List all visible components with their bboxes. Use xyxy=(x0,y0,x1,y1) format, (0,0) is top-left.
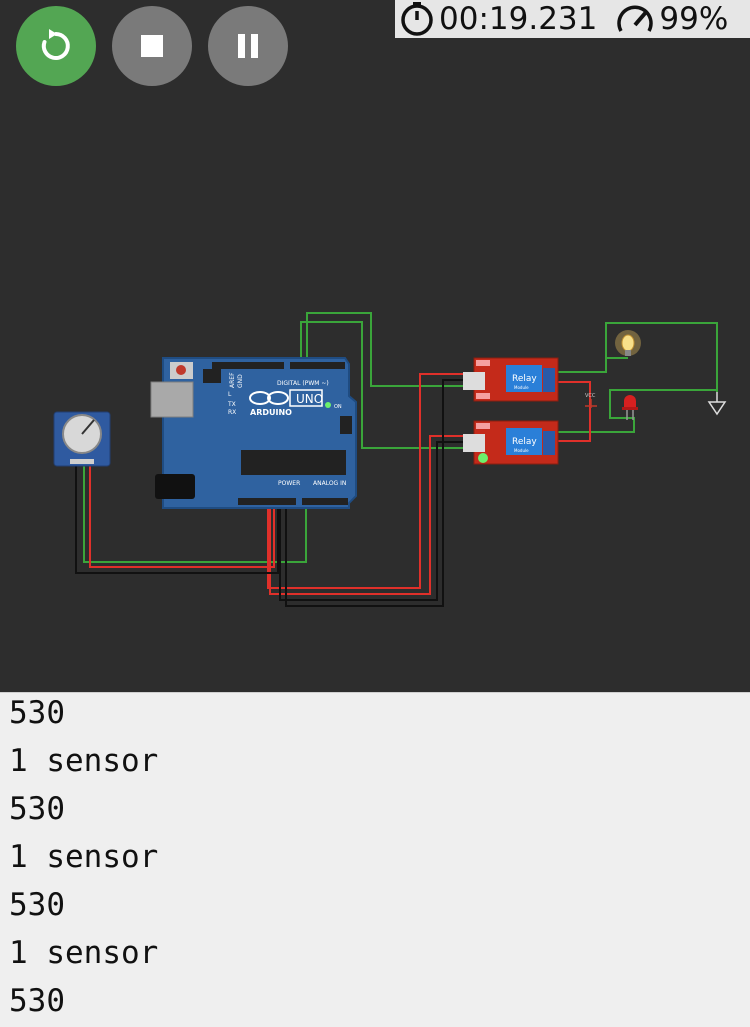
wire-red[interactable] xyxy=(269,435,478,595)
serial-line: 1 sensor xyxy=(9,935,159,971)
aref-label: AREF xyxy=(229,372,236,388)
stop-icon xyxy=(141,35,163,57)
wire-red[interactable] xyxy=(89,463,275,568)
wire-black[interactable] xyxy=(279,441,478,601)
gnd-label: GND xyxy=(237,374,244,388)
led-rx-label: RX xyxy=(228,409,236,416)
wire-black[interactable] xyxy=(75,463,279,574)
board-brand: ARDUINO xyxy=(250,408,292,417)
wire-green[interactable] xyxy=(83,463,307,563)
led-tx-label: TX xyxy=(227,401,236,408)
analog-header-label: ANALOG IN xyxy=(313,480,346,487)
wire-red[interactable] xyxy=(267,373,478,589)
relay-2-sub: Module xyxy=(514,448,529,453)
simulation-status: 00:19.231 99% xyxy=(395,0,750,38)
serial-monitor[interactable]: 530 1 sensor 530 1 sensor 530 1 sensor 5… xyxy=(0,692,750,1027)
wire-black[interactable] xyxy=(285,379,478,607)
ground-symbol[interactable] xyxy=(707,392,727,416)
elapsed-time: 00:19.231 xyxy=(439,1,598,37)
pause-button[interactable] xyxy=(208,6,288,86)
light-bulb[interactable] xyxy=(615,330,641,356)
serial-line: 530 xyxy=(9,983,65,1019)
digital-header-label: DIGITAL (PWM ~) xyxy=(277,380,329,387)
wire-green[interactable] xyxy=(556,389,717,433)
red-led[interactable] xyxy=(622,395,638,420)
potentiometer[interactable] xyxy=(53,411,111,467)
relay-module-1[interactable] xyxy=(463,357,559,402)
relay-2-label: Relay xyxy=(512,437,537,447)
relay-1-label: Relay xyxy=(512,374,537,384)
relay-1-sub: Module xyxy=(514,385,529,390)
serial-line: 1 sensor xyxy=(9,743,159,779)
wire-green[interactable] xyxy=(556,322,718,392)
serial-line: 530 xyxy=(9,887,65,923)
power-header-label: POWER xyxy=(278,480,300,487)
restart-button[interactable] xyxy=(16,6,96,86)
circuit-diagram: UNO ARDUINO DIGITAL (PWM ~) POWER ANALOG… xyxy=(53,312,727,607)
led-on-label: ON xyxy=(334,404,342,410)
speedometer-icon xyxy=(617,5,654,32)
vcc-marker[interactable] xyxy=(585,399,597,408)
serial-line: 530 xyxy=(9,695,65,731)
stopwatch-icon xyxy=(401,2,433,36)
wire-green[interactable] xyxy=(306,312,478,387)
simulation-speed: 99% xyxy=(659,1,729,37)
pause-icon xyxy=(238,34,258,58)
serial-line: 530 xyxy=(9,791,65,827)
restart-icon xyxy=(41,29,70,60)
board-model: UNO xyxy=(296,392,323,406)
serial-line: 1 sensor xyxy=(9,839,159,875)
vcc-label: VCC xyxy=(585,393,596,399)
stop-button[interactable] xyxy=(112,6,192,86)
wire-red[interactable] xyxy=(556,381,591,442)
arduino-uno-board[interactable] xyxy=(150,357,357,509)
wire-green[interactable] xyxy=(300,321,478,449)
led-l-label: L xyxy=(228,391,232,398)
relay-module-2[interactable] xyxy=(463,420,559,465)
simulation-canvas[interactable]: 00:19.231 99% xyxy=(0,0,750,692)
